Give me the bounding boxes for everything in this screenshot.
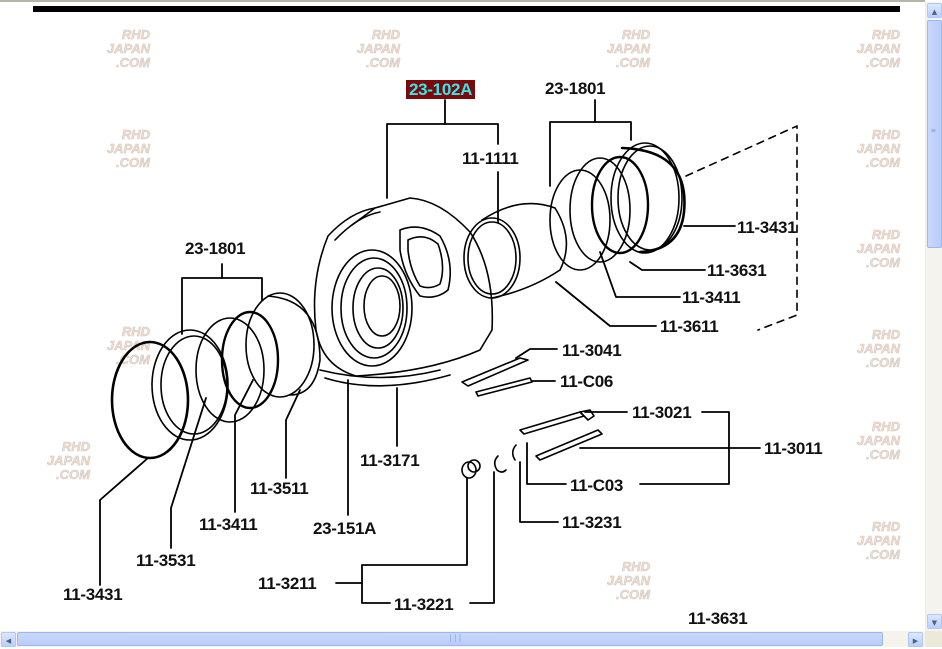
horizontal-scroll-thumb[interactable]: ||| [17,632,883,646]
part-label-11-C03[interactable]: 11-C03 [570,476,624,495]
part-label-11-3011[interactable]: 11-3011 [764,439,823,458]
part-label-11-3631-right[interactable]: 11-3631 [707,261,767,280]
parts-diagram [33,6,900,604]
leader-lines [99,99,761,604]
chevron-up-icon: ▲ [931,8,938,16]
part-label-11-3171[interactable]: 11-3171 [360,451,420,470]
part-label-11-3411-right[interactable]: 11-3411 [682,288,741,307]
rotor-housing [313,197,494,387]
chevron-left-icon: ◀ [5,637,12,645]
part-label-23-151A[interactable]: 23-151A [313,519,377,538]
part-11-1111 [463,202,568,299]
part-label-11-3021[interactable]: 11-3021 [632,403,692,422]
part-label-11-3531[interactable]: 11-3531 [136,551,196,570]
vertical-scrollbar[interactable]: ▲ ≡ ▼ [925,2,942,631]
part-label-11-3211[interactable]: 11-3211 [258,574,317,593]
part-label-11-C06[interactable]: 11-C06 [560,372,614,391]
scroll-down-button[interactable]: ▼ [927,614,942,629]
scroll-right-button[interactable]: ▶ [908,632,923,647]
part-label-23-1801-left[interactable]: 23-1801 [185,239,246,258]
vertical-scroll-thumb[interactable]: ≡ [927,20,942,248]
grip-icon: ≡ [931,126,936,135]
part-label-11-1111[interactable]: 11-1111 [462,149,519,168]
scrollbar-corner [925,631,942,647]
part-label-11-3041[interactable]: 11-3041 [562,341,622,360]
part-label-11-3411-left[interactable]: 11-3411 [199,515,258,534]
chevron-down-icon: ▼ [931,619,938,627]
part-label-11-3431-left[interactable]: 11-3431 [63,585,123,604]
horizontal-scrollbar[interactable]: ◀ ||| ▶ [0,631,925,647]
chevron-right-icon: ▶ [912,637,919,645]
part-label-11-3221[interactable]: 11-3221 [394,595,454,614]
seal-strips [461,357,603,479]
header-rule [33,6,900,12]
dashed-indicator [685,125,798,331]
part-label-23-102A[interactable]: 23-102A [406,80,476,99]
scroll-left-button[interactable]: ◀ [1,632,16,647]
part-label-11-3611[interactable]: 11-3611 [660,317,719,336]
part-label-11-3431-right[interactable]: 11-3431 [737,218,797,237]
window-top-border [0,0,925,2]
part-label-11-3231[interactable]: 11-3231 [562,513,622,532]
part-label-11-3511[interactable]: 11-3511 [250,479,309,498]
grip-icon: ||| [448,633,463,642]
right-bearing-stack [549,142,686,271]
scroll-up-button[interactable]: ▲ [927,3,942,18]
part-label-11-3631-bottom[interactable]: 11-3631 [688,609,748,628]
part-label-23-1801-right[interactable]: 23-1801 [545,79,606,98]
left-bearing-stack [110,292,321,460]
